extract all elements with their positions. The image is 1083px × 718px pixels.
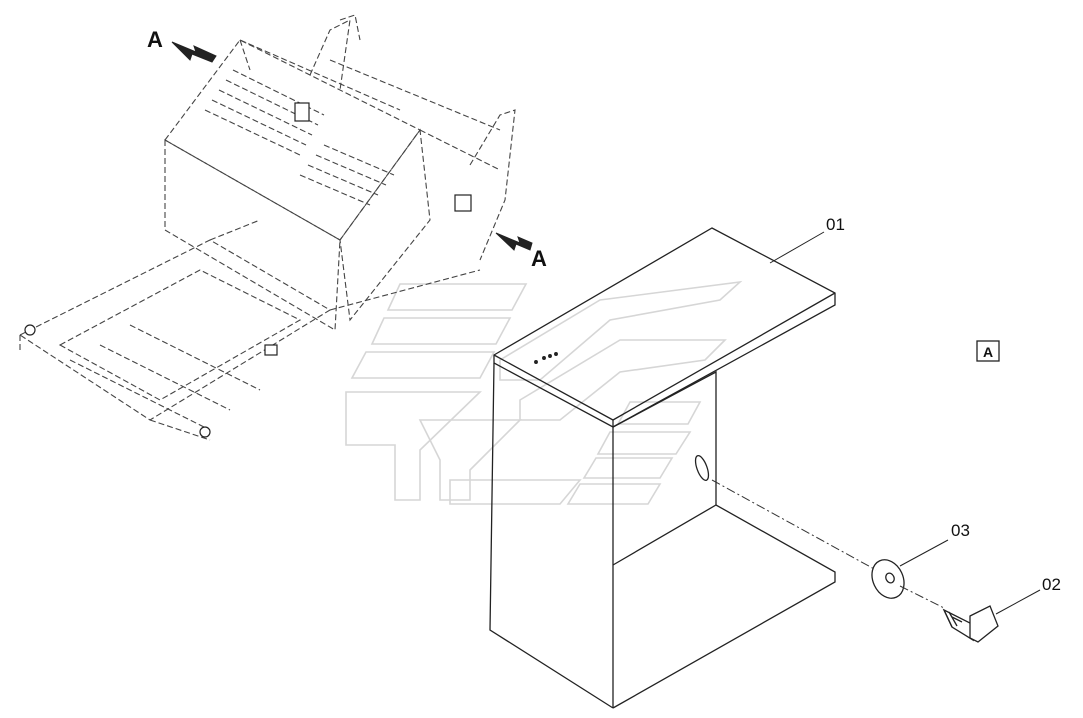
view-arrow-right [495,232,533,251]
part-03-washer [871,559,905,599]
callout-01: 01 [826,215,845,234]
view-reference-box [976,340,1000,362]
watermark-logo [345,280,743,505]
callout-03: 03 [951,521,970,540]
assembly-axis-line [711,479,945,609]
view-label-a-right: A [531,246,547,271]
leader-lines [769,231,1041,615]
callout-02: 02 [1042,575,1061,594]
part-02-bolt [942,605,999,643]
assembly-details [24,102,472,438]
part-01-cover [489,227,836,709]
view-label-a-top-left: A [147,27,163,52]
view-reference-letter: A [983,344,993,360]
machine-assembly [18,14,516,441]
view-arrow-top-left [171,41,217,63]
